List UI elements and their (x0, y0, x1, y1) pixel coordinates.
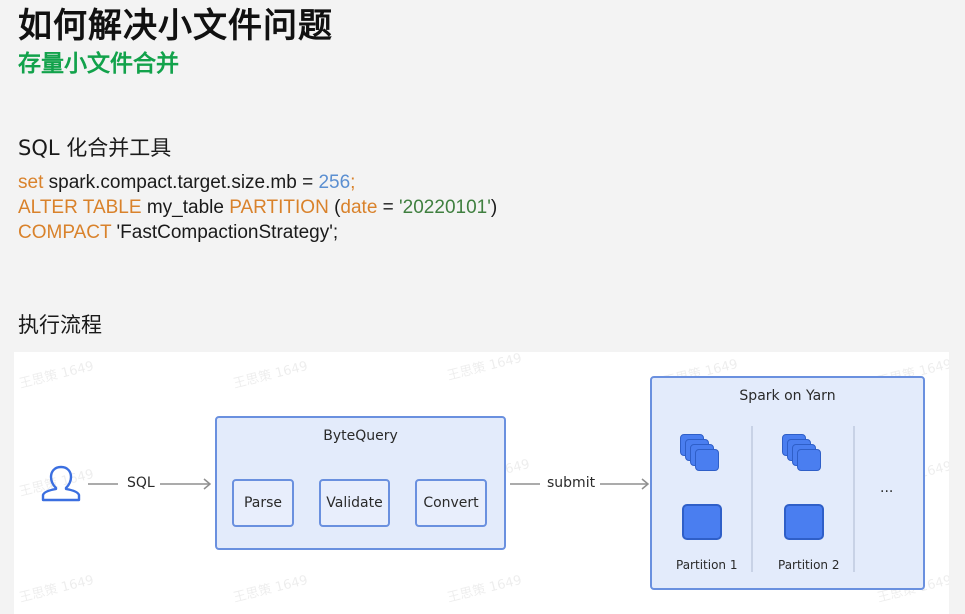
code-line-2: ALTER TABLE my_table PARTITION (date = '… (18, 197, 497, 218)
more-partitions-ellipsis: ... (880, 480, 894, 496)
user-icon (41, 465, 81, 502)
convert-step: Convert (415, 479, 487, 527)
parse-step: Parse (232, 479, 294, 527)
code-block: set spark.compact.target.size.mb = 256; … (18, 170, 497, 245)
merged-file-block (784, 504, 824, 540)
bytequery-title: ByteQuery (323, 428, 398, 444)
partition-divider (751, 426, 753, 572)
code-keyword: set (18, 172, 44, 193)
partition-1-label: Partition 1 (676, 558, 738, 572)
execution-flow-diagram: 王思策 1649 王思策 1649 王思策 1649 王思策 1649 王思策 … (14, 352, 949, 614)
file-block-icon (797, 449, 821, 471)
code-line-3: COMPACT 'FastCompactionStrategy'; (18, 222, 338, 243)
tool-section-heading: SQL 化合并工具 (18, 136, 172, 160)
page-subtitle: 存量小文件合并 (18, 51, 179, 77)
code-text: 'FastCompactionStrategy'; (111, 222, 339, 243)
code-keyword: COMPACT (18, 222, 112, 243)
file-block-icon (695, 449, 719, 471)
spark-title: Spark on Yarn (739, 388, 836, 404)
code-number: 256 (318, 172, 351, 193)
flow-section-heading: 执行流程 (18, 313, 102, 337)
partition-2-label: Partition 2 (778, 558, 840, 572)
code-text: my_table (141, 197, 230, 218)
code-text: ) (490, 197, 498, 218)
code-text: spark.compact.target.size.mb = (43, 172, 319, 193)
partition-divider (853, 426, 855, 572)
code-keyword: ALTER TABLE (18, 197, 142, 218)
code-keyword: date (340, 197, 378, 218)
code-string: '20220101' (399, 197, 491, 218)
merged-file-block (682, 504, 722, 540)
page-title: 如何解决小文件问题 (18, 6, 333, 46)
code-text: ( (328, 197, 341, 218)
code-keyword: PARTITION (229, 197, 329, 218)
submit-label: submit (547, 475, 596, 491)
sql-label: SQL (127, 475, 155, 491)
code-line-1: set spark.compact.target.size.mb = 256; (18, 172, 355, 193)
validate-step: Validate (319, 479, 390, 527)
spark-on-yarn-box: Spark on Yarn (650, 376, 925, 590)
code-semicolon: ; (350, 172, 356, 193)
code-text: = (377, 197, 400, 218)
